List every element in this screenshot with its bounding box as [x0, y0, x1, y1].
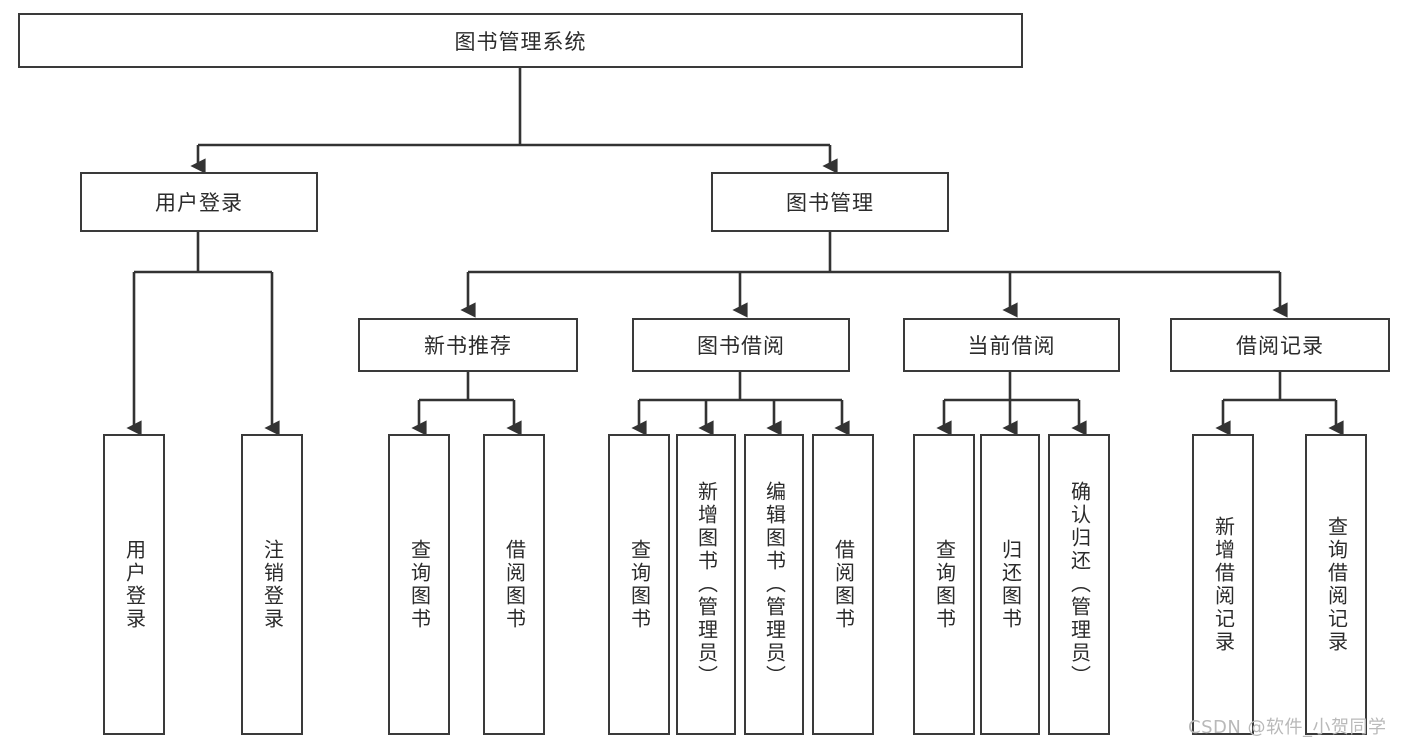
leaf-query-borrow-record[interactable]: 查询借阅记录	[1305, 434, 1367, 735]
node-label: 查询借阅记录	[1324, 515, 1349, 654]
node-user-login[interactable]: 用户登录	[80, 172, 318, 232]
leaf-add-book[interactable]: 新增图书（管理员）	[676, 434, 736, 735]
node-label: 注销登录	[260, 538, 285, 631]
node-label: 用户登录	[122, 538, 147, 631]
node-label: 图书管理系统	[454, 29, 587, 54]
node-book-manage[interactable]: 图书管理	[711, 172, 949, 232]
leaf-add-borrow-record[interactable]: 新增借阅记录	[1192, 434, 1254, 735]
node-label: 新增借阅记录	[1211, 515, 1236, 654]
leaf-confirm-return[interactable]: 确认归还（管理员）	[1048, 434, 1110, 735]
node-label: 查询图书	[407, 538, 432, 631]
node-label: 图书借阅	[697, 334, 785, 358]
node-label: 归还图书	[998, 538, 1023, 631]
node-label: 用户登录	[155, 191, 243, 215]
leaf-user-login[interactable]: 用户登录	[103, 434, 165, 735]
node-label: 图书管理	[786, 191, 874, 215]
csdn-watermark: CSDN @软件_小贺同学	[1188, 717, 1387, 738]
node-label: 借阅图书	[502, 538, 527, 631]
leaf-return-book[interactable]: 归还图书	[980, 434, 1040, 735]
node-label: 当前借阅	[967, 334, 1056, 358]
node-borrow-record[interactable]: 借阅记录	[1170, 318, 1390, 372]
node-book-management-system[interactable]: 图书管理系统	[18, 13, 1023, 68]
node-label: 查询图书	[627, 538, 652, 631]
node-new-book-recommend[interactable]: 新书推荐	[358, 318, 578, 372]
node-label: 编辑图书（管理员）	[762, 481, 787, 688]
node-label: 确认归还（管理员）	[1067, 481, 1092, 688]
node-book-borrow[interactable]: 图书借阅	[632, 318, 850, 372]
leaf-borrow-book-borrow[interactable]: 借阅图书	[812, 434, 874, 735]
node-label: 借阅图书	[831, 538, 856, 631]
leaf-edit-book[interactable]: 编辑图书（管理员）	[744, 434, 804, 735]
leaf-query-book-current[interactable]: 查询图书	[913, 434, 975, 735]
node-label: 新增图书（管理员）	[694, 481, 719, 688]
leaf-query-book-new-recommend[interactable]: 查询图书	[388, 434, 450, 735]
leaf-borrow-book-new-recommend[interactable]: 借阅图书	[483, 434, 545, 735]
node-label: 借阅记录	[1236, 334, 1324, 358]
node-label: 新书推荐	[424, 334, 512, 358]
leaf-user-logout[interactable]: 注销登录	[241, 434, 303, 735]
leaf-query-book-borrow[interactable]: 查询图书	[608, 434, 670, 735]
node-current-borrow[interactable]: 当前借阅	[903, 318, 1120, 372]
node-label: 查询图书	[932, 538, 957, 631]
